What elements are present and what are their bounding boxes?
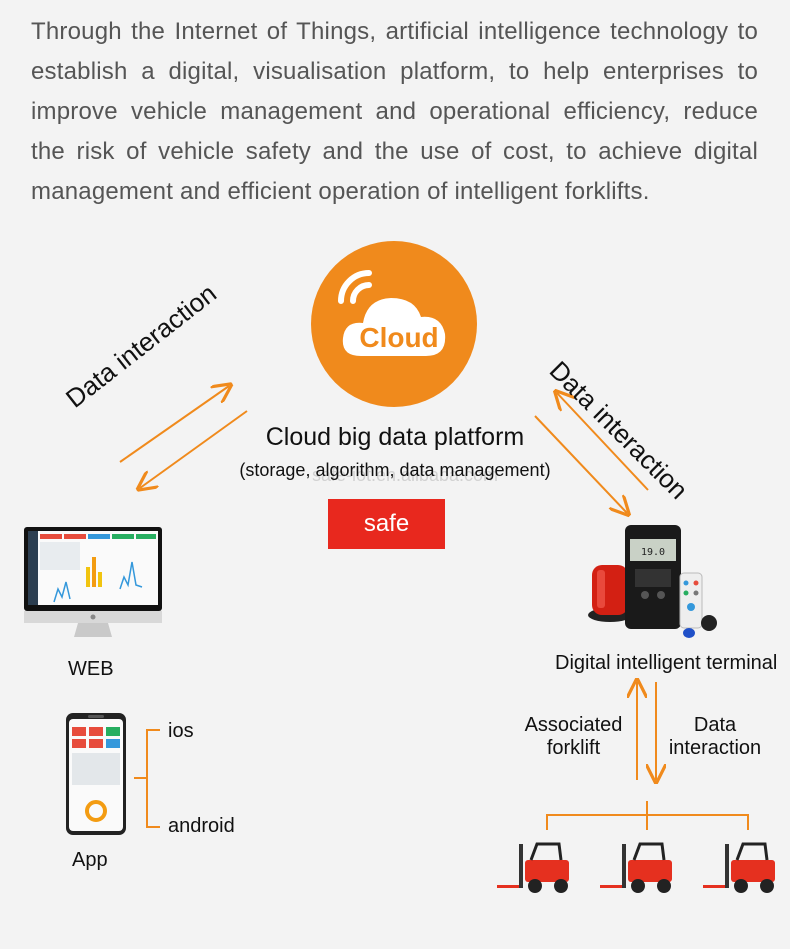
forklift-icon xyxy=(703,842,775,893)
wifi-arc-small-icon xyxy=(350,282,372,304)
terminal-device-icon: 19.0 xyxy=(588,525,717,638)
intro-paragraph: Through the Internet of Things, artifici… xyxy=(31,18,758,205)
platform-subtitle: (storage, algorithm, data management) xyxy=(239,460,551,480)
arrow-terminal-to-cloud xyxy=(557,393,649,491)
arrow-cloud-to-terminal xyxy=(534,415,627,513)
arrow-cloud-to-web xyxy=(140,410,248,488)
app-platform-bracket xyxy=(146,729,160,828)
terminal-label: Digital intelligent terminal xyxy=(555,652,778,674)
platform-ios: ios xyxy=(168,720,194,742)
platform-android: android xyxy=(168,815,235,837)
arrow-web-to-cloud xyxy=(119,386,229,463)
brand-badge: safe xyxy=(328,499,445,549)
cloud-badge: Cloud xyxy=(311,241,477,407)
associated-forklift-label: Associated forklift xyxy=(524,714,623,759)
app-label: App xyxy=(72,849,108,871)
web-label: WEB xyxy=(68,658,114,680)
forklift-icon xyxy=(600,842,672,893)
terminal-display: 19.0 xyxy=(641,547,665,558)
cloud-label: Cloud xyxy=(359,322,438,353)
monitor-icon xyxy=(24,527,162,637)
terminal-data-interaction-label: Data interaction xyxy=(668,714,762,759)
platform-title: Cloud big data platform xyxy=(265,423,525,451)
smartphone-icon xyxy=(66,713,126,835)
forklift-icon xyxy=(497,842,569,893)
wifi-arc-large-icon xyxy=(338,270,372,304)
cloud-icon: Cloud xyxy=(338,270,446,356)
forklift-group xyxy=(497,842,775,893)
watermark: safe-iot.en.alibaba.com xyxy=(311,465,499,485)
